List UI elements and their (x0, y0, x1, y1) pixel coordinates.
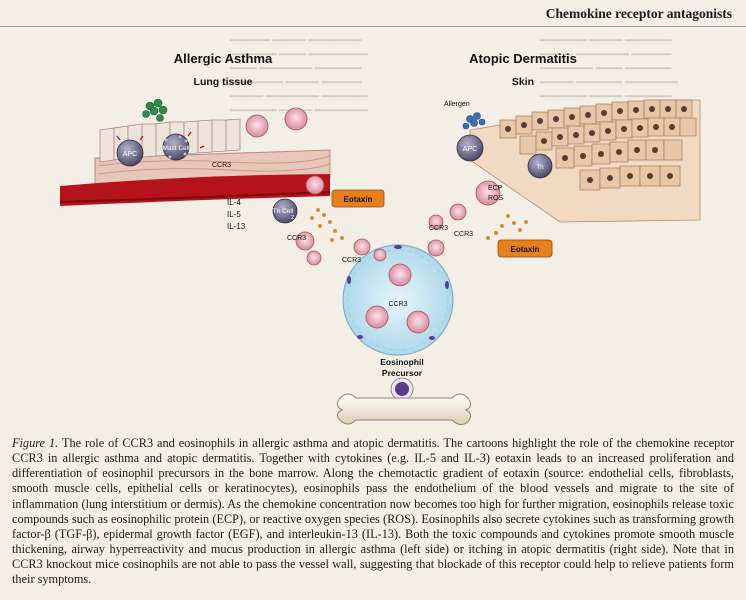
ccr3-left-label: CCR3 (287, 235, 306, 242)
allergen-label: Allergen (444, 101, 470, 108)
mast-cell-label: Mast Cell (162, 145, 190, 152)
eotaxin-box-right (497, 239, 553, 258)
running-title: Chemokine receptor antagonists (545, 6, 732, 21)
cytokine-il5: IL-5 (227, 210, 241, 219)
left-panel-subtitle: Lung tissue (194, 76, 253, 88)
cytokine-il4: IL-4 (227, 198, 241, 207)
ccr3-right-label-b: CCR3 (454, 231, 473, 238)
ccr3-mid-label: CCR3 (342, 257, 361, 264)
eotaxin-box-left (331, 189, 385, 208)
precursor-label-1: Eosinophil (380, 357, 423, 367)
apc-right-label: APC (463, 146, 477, 153)
ros-label: ROS (488, 195, 504, 202)
header-rule (0, 26, 746, 27)
figure-illustration: Allergic Asthma Lung tissue Atopic Derma… (59, 51, 701, 426)
ecp-label: ECP (488, 185, 503, 192)
th-cell-label: Th Cell (273, 208, 294, 215)
figure-caption: Figure 1. The role of CCR3 and eosinophi… (12, 436, 734, 588)
th-right-label: Th (536, 164, 544, 171)
right-panel-title: Atopic Dermatitis (469, 51, 577, 66)
blood-vessel (342, 238, 454, 356)
eotaxin-left-label: Eotaxin (344, 195, 373, 204)
th-cell-subscript: 2 (291, 215, 294, 221)
bone (336, 393, 472, 426)
left-panel-title: Allergic Asthma (174, 51, 273, 66)
show-through-left: ━━━━━━ ━━━━━ ━━━━━━━━━━━━━━━ ━━━━ ━━━━━━… (230, 35, 368, 117)
ccr3-top-label: CCR3 (212, 162, 231, 169)
show-through-right: ━━━━━━━ ━━━━━ ━━━━━━━━━━━━ ━━━━━━━━ ━━━━… (540, 35, 678, 103)
cytokine-il13: IL-13 (227, 222, 246, 231)
ccr3-right-label-a: CCR3 (429, 225, 448, 232)
lung-tissue-panel (59, 98, 331, 206)
ccr3-vessel-label: CCR3 (388, 301, 407, 308)
right-panel-subtitle: Skin (512, 76, 534, 88)
caption-text: The role of CCR3 and eosinophils in alle… (12, 436, 734, 587)
apc-left-label: APC (123, 151, 137, 158)
eotaxin-right-label: Eotaxin (511, 245, 540, 254)
figure-label: Figure 1. (12, 436, 59, 450)
precursor-label-2: Precursor (382, 368, 423, 378)
skin-panel (428, 99, 701, 258)
